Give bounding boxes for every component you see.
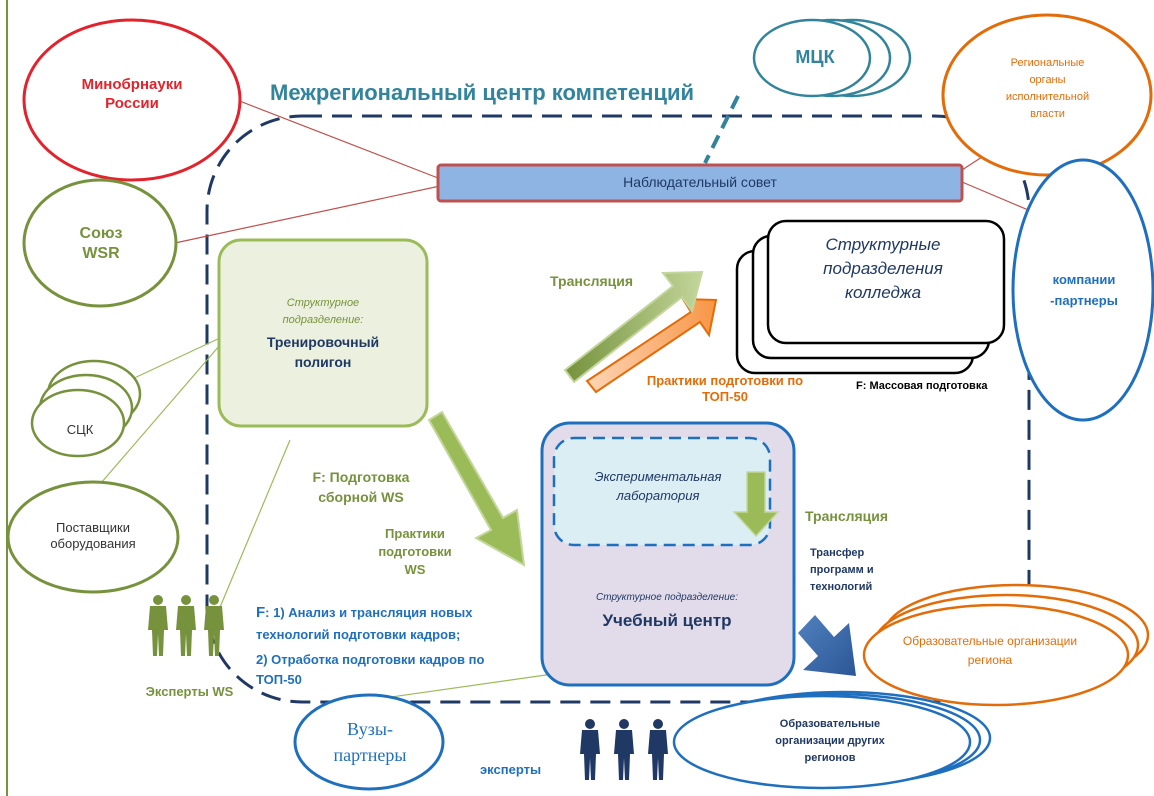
person-figures-blue-icon	[580, 719, 668, 780]
sck-stack	[30, 359, 142, 458]
polygon-box	[217, 238, 429, 428]
sck-polygon-connector	[129, 337, 221, 381]
vuzy-center-connector	[369, 672, 561, 701]
lab-down-arrow	[732, 471, 780, 538]
edu-other-stack	[672, 690, 992, 790]
f-line2: технологий подготовки кадров;	[256, 626, 461, 642]
f-prefix: F	[256, 604, 266, 621]
board-box	[436, 163, 964, 203]
suppliers-polygon-connector	[94, 344, 221, 491]
practices-top50-label: Практики подготовки по ТОП-50	[646, 373, 804, 405]
center-label: Учебный центр	[602, 611, 732, 630]
f-team-label: F: Подготовка сборной WS	[312, 469, 410, 505]
competence-center-boundary	[205, 114, 1031, 704]
transfer-arrow	[798, 615, 856, 676]
f-line1: : 1) Анализ и трансляция новых	[265, 605, 473, 620]
vuzy-ellipse	[293, 693, 445, 791]
regional-ellipse	[941, 13, 1153, 177]
lab-box	[552, 436, 772, 547]
f-line4: ТОП-50	[256, 671, 302, 687]
transfer-label: Трансфер программ и технологий	[810, 547, 874, 594]
regional-label: Региональные органы исполнительной власт…	[1005, 57, 1090, 121]
soyuz-board-connector	[174, 185, 441, 244]
partners-board-connector	[961, 181, 1034, 213]
translation-right-label: Трансляция	[805, 508, 889, 524]
polygon-label: Тренировочный полигон	[266, 334, 380, 371]
ws-practices-label: Практики подготовки WS	[378, 526, 452, 578]
soyuz-label: Союз WSR	[79, 225, 123, 262]
translation-top-label: Трансляция	[550, 273, 634, 289]
board-label: Наблюдательный совет	[623, 174, 777, 190]
person-figures-green-icon	[148, 595, 224, 656]
suppliers-label: Поставщики оборудования	[50, 520, 136, 552]
vuzy-label: Вузы-партнеры	[333, 719, 407, 766]
lab-label: Экспериментальная лаборатория	[594, 469, 722, 503]
minobr-board-connector	[236, 99, 439, 179]
partners-ellipse	[1011, 158, 1154, 422]
experts-polygon-connector	[217, 439, 291, 613]
college-stack	[735, 219, 1006, 375]
f-line3: 2) Отработка подготовки кадров по	[256, 652, 485, 667]
polygon-sublabel: Структурное подразделение:	[282, 297, 364, 326]
experts-ws-label: Эксперты WS	[145, 684, 234, 699]
page-title: Межрегиональный центр компетенций	[270, 80, 695, 105]
mck-board-connector	[703, 95, 740, 164]
sck-label: СЦК	[66, 422, 94, 437]
edu-region-label: Образовательные организации региона	[902, 634, 1078, 668]
translation-top-arrow	[563, 270, 704, 384]
minobr-label: Минобрнауки России	[81, 76, 183, 112]
center-sublabel: Структурное подразделение:	[596, 592, 738, 603]
edu-region-stack	[862, 583, 1150, 707]
mck-stack	[752, 18, 912, 98]
mck-label: МЦК	[795, 47, 835, 67]
ws-practices-arrow	[427, 410, 526, 567]
practices-top50-arrow	[585, 297, 718, 394]
experts-label: эксперты	[480, 762, 542, 777]
f-functions-text: F: 1) Анализ и трансляция новых технолог…	[256, 602, 536, 689]
partners-label: компании -партнеры	[1050, 272, 1118, 308]
soyuz-ellipse	[22, 178, 178, 308]
mass-training-label: F: Массовая подготовка	[856, 380, 988, 392]
minobr-ellipse	[22, 18, 242, 182]
suppliers-ellipse	[6, 480, 180, 594]
edu-other-label: Образовательные организации других регио…	[775, 718, 885, 765]
college-label: Структурные подразделения колледжа	[823, 235, 943, 302]
